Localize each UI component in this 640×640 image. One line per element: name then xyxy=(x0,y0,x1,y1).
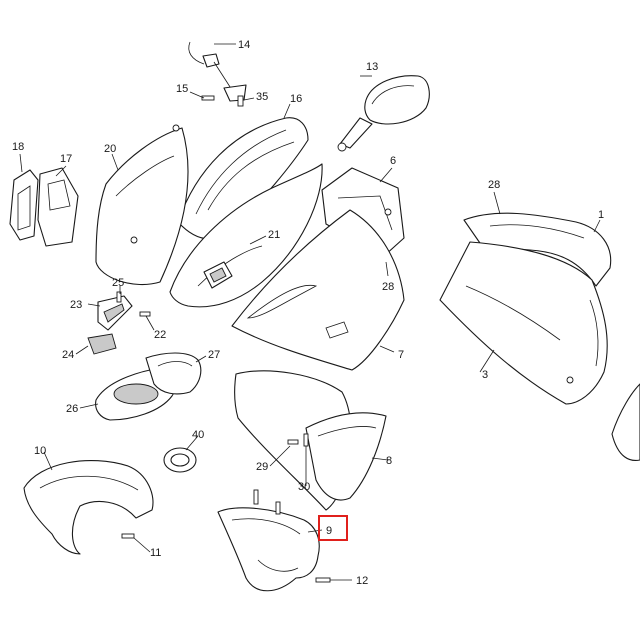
bolt-35 xyxy=(237,95,244,107)
callout-12[interactable]: 12 xyxy=(356,575,368,587)
callout-17[interactable]: 17 xyxy=(60,153,72,165)
callout-16[interactable]: 16 xyxy=(290,93,302,105)
part-8-belly-upper xyxy=(234,370,387,511)
callout-9[interactable]: 9 xyxy=(326,525,332,537)
callout-10[interactable]: 10 xyxy=(34,445,46,457)
part-24-grill xyxy=(87,333,117,355)
callout-7[interactable]: 7 xyxy=(398,349,404,361)
callout-labels: 14 13 15 35 16 18 17 20 6 28 1 21 28 25 … xyxy=(12,39,604,587)
callout-13[interactable]: 13 xyxy=(366,61,378,73)
part-17-side-cover xyxy=(37,167,79,247)
part-21-upper-cowl xyxy=(169,163,323,308)
bolt-22 xyxy=(139,311,151,317)
part-20-inner-fairing xyxy=(95,124,189,286)
callout-9-highlight xyxy=(318,515,348,541)
callout-35[interactable]: 35 xyxy=(256,91,268,103)
callout-23[interactable]: 23 xyxy=(70,299,82,311)
callout-28-upper[interactable]: 28 xyxy=(488,179,500,191)
part-18-side-cover xyxy=(9,169,39,241)
callout-27[interactable]: 27 xyxy=(208,349,220,361)
part-1-side-panel xyxy=(463,212,612,287)
callout-8[interactable]: 8 xyxy=(386,455,392,467)
callout-40[interactable]: 40 xyxy=(192,429,204,441)
bolt-25 xyxy=(116,291,122,303)
callout-26[interactable]: 26 xyxy=(66,403,78,415)
part-40-grommet xyxy=(163,447,197,473)
callout-28-lower[interactable]: 28 xyxy=(382,281,394,293)
callout-1[interactable]: 1 xyxy=(598,209,604,221)
leader-lines xyxy=(19,43,601,581)
callout-11[interactable]: 11 xyxy=(150,547,161,559)
bolt-29 xyxy=(287,439,299,445)
callout-29[interactable]: 29 xyxy=(256,461,268,473)
part-9-belly-lower xyxy=(217,507,320,592)
callout-24[interactable]: 24 xyxy=(62,349,74,361)
part-13-mirror xyxy=(337,75,430,152)
callout-21[interactable]: 21 xyxy=(268,229,280,241)
callout-3[interactable]: 3 xyxy=(482,369,488,381)
part-3-main-panel xyxy=(439,241,608,405)
callout-6[interactable]: 6 xyxy=(390,155,396,167)
part-side-edge-right xyxy=(611,383,640,461)
callout-20[interactable]: 20 xyxy=(104,143,116,155)
part-6-side-fairing xyxy=(321,167,405,257)
part-10-mudguard xyxy=(23,460,154,555)
bolt-11 xyxy=(121,533,135,539)
bolt-12 xyxy=(315,577,331,583)
bolt-15 xyxy=(201,95,215,101)
bolt-30 xyxy=(303,433,309,447)
bolt-9-upper xyxy=(253,489,281,515)
callout-30[interactable]: 30 xyxy=(298,481,310,493)
callout-25[interactable]: 25 xyxy=(112,277,124,289)
part-27-headlight-frame xyxy=(145,352,202,395)
callout-22[interactable]: 22 xyxy=(154,329,166,341)
callout-18[interactable]: 18 xyxy=(12,141,24,153)
callout-15[interactable]: 15 xyxy=(176,83,188,95)
part-23-bracket xyxy=(97,295,133,331)
part-7-lower-fairing xyxy=(231,209,405,371)
callout-14[interactable]: 14 xyxy=(238,39,250,51)
